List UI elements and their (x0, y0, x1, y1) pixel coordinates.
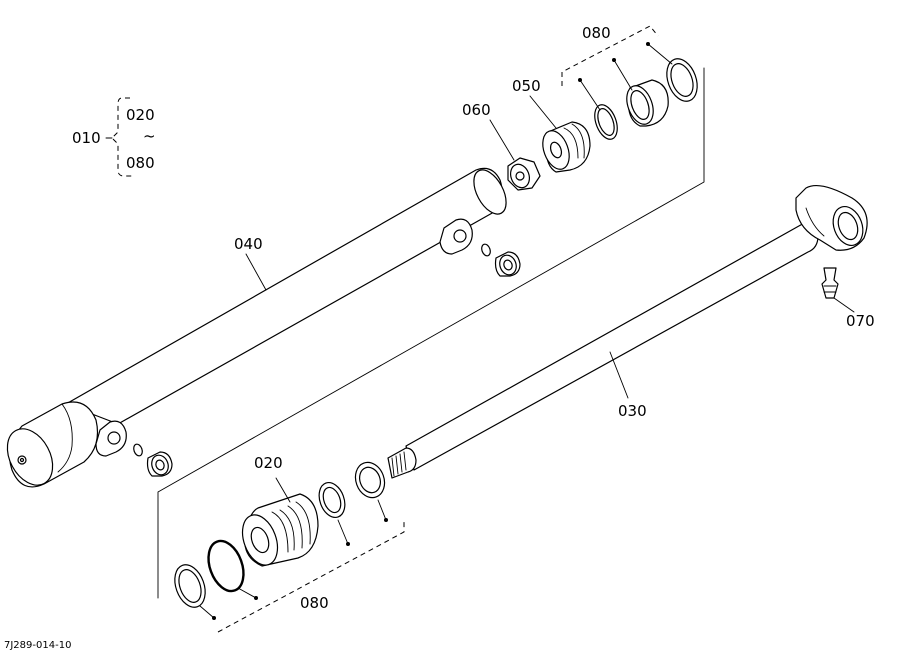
label-seal-kit-bottom: 080 (300, 594, 329, 612)
seal-kit-bottom (174, 461, 405, 633)
label-gland: 020 (254, 454, 283, 472)
leader-piston (529, 95, 557, 129)
leader-grease-nipple (833, 297, 855, 313)
lower-port-plug (133, 443, 173, 477)
label-nut: 060 (462, 101, 491, 119)
leader-tube (245, 253, 267, 291)
group-outline (157, 67, 705, 599)
upper-port-plug (481, 243, 521, 277)
label-range-start: 020 (126, 106, 155, 124)
label-assembly: 010 (72, 129, 101, 147)
label-rod: 030 (618, 402, 647, 420)
label-grease-nipple: 070 (846, 312, 875, 330)
label-tube: 040 (234, 235, 263, 253)
label-seal-kit-top: 080 (582, 24, 611, 42)
piston (542, 121, 591, 173)
seal-kit-top (561, 25, 698, 140)
piston-rod (387, 185, 868, 479)
piston-nut (507, 157, 541, 191)
leader-gland (275, 477, 291, 503)
drawing-code: 7J289-014-10 (4, 640, 71, 651)
label-piston: 050 (512, 77, 541, 95)
gland (241, 493, 319, 567)
leader-rod (609, 351, 629, 399)
cylinder-tube (6, 167, 507, 488)
grease-nipple (821, 267, 839, 299)
leader-nut (489, 119, 515, 161)
label-range-end: 080 (126, 154, 155, 172)
label-range-tilde: ~ (143, 127, 156, 145)
assembly-range-bracket (105, 97, 132, 177)
